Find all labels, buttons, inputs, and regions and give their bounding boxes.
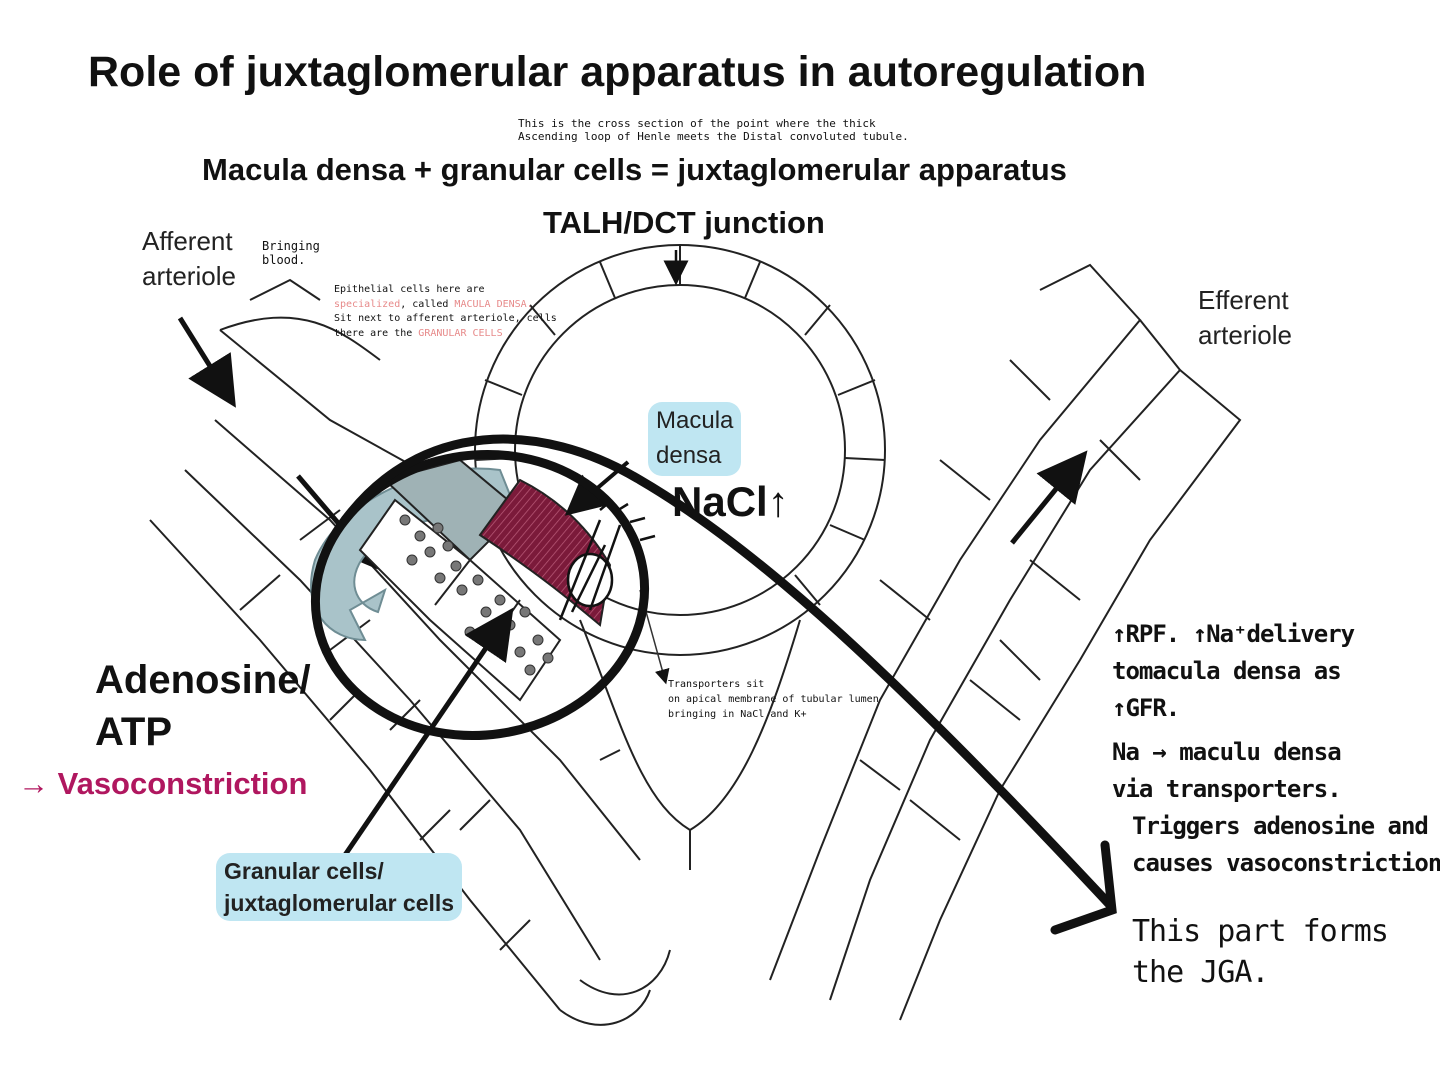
right-note-line: via transporters. [1112,774,1342,803]
afferent-label-line: Afferent [142,226,233,256]
transporter-symbol [558,499,656,621]
cross-section-note-line: Ascending loop of Henle meets the Distal… [518,129,909,143]
transporters-note-line: on apical membrane of tubular lumen [668,694,879,705]
transporters-note-line: Transporters sit [668,679,765,690]
right-note-line: Triggers adenosine and [1132,811,1429,840]
epithelial-note-line: specialized, called MACULA DENSA. [334,298,557,313]
granular-cells-text: GRANULAR CELLS [418,327,503,339]
jga-note: This part forms the JGA. [1132,912,1389,993]
jga-note-line: the JGA. [1132,954,1269,990]
jga-note-line: This part forms [1132,914,1389,949]
afferent-arteriole-wall [149,278,671,1026]
subtitle: Macula densa + granular cells = juxtaglo… [202,152,1067,187]
epithelial-note-line: there are the GRANULAR CELLS [334,327,557,342]
jga-callout-arrow [340,434,1117,935]
there-are-text: there are the [334,327,419,339]
page-title: Role of juxtaglomerular apparatus in aut… [88,48,1147,96]
epithelial-note-line: Epithelial cells here are [334,284,485,295]
atp-line: ATP [95,710,173,754]
macula-densa-label: Macula densa [648,402,742,476]
nacl-label: NaCl↑ [672,478,789,525]
bringing-blood-note: Bringing blood. [262,239,320,268]
granular-label-line: Granular cells/ [224,858,384,884]
right-explanation-notes: ↑RPF. ↑Na⁺delivery tomacula densa as ↑GF… [1112,616,1440,882]
granular-label-line: juxtaglomerular cells [224,890,455,917]
macula-densa-line: Macula [656,407,734,434]
cross-section-note: This is the cross section of the point w… [518,117,909,143]
jga-highlight-circle [310,449,650,741]
right-note-line: Na → maculu densa [1112,737,1342,766]
adenosine-line: Adenosine/ [95,658,311,702]
afferent-arteriole-label: Afferent arteriole [142,224,236,294]
transporters-note: Transporters sit on apical membrane of t… [668,677,879,722]
epithelial-note-line: Sit next to afferent arteriole, cells [334,313,557,324]
right-note-line: causes vasoconstriction [1132,849,1440,878]
called-text: , called [400,298,455,310]
transporters-note-line: bringing in NaCl and K+ [668,709,807,720]
efferent-arteriole-label: Efferent arteriole [1198,283,1292,353]
right-note-line: ↑GFR. [1112,694,1180,723]
specialized-text: specialized [334,298,401,310]
macula-densa-line: densa [656,441,722,469]
macula-densa-text: MACULA DENSA. [454,298,533,310]
afferent-label-line: arteriole [142,261,236,292]
bringing-blood-line: Bringing [262,239,320,253]
vasoconstriction-label: → Vasoconstriction [18,766,308,801]
bringing-blood-line: blood. [262,252,306,267]
right-note-line: ↑RPF. ↑Na⁺delivery [1112,620,1355,648]
epithelial-cells-note: Epithelial cells here are specialized, c… [334,283,557,341]
efferent-label-line: arteriole [1198,320,1292,351]
talh-dct-label: TALH/DCT junction [543,205,825,240]
right-note-line: tomacula densa as [1112,657,1342,686]
efferent-label-line: Efferent [1198,285,1289,315]
efferent-arteriole-wall [769,263,1242,1021]
granular-cells-label: Granular cells/ juxtaglomerular cells [216,853,463,922]
adenosine-atp-label: Adenosine/ ATP [95,654,311,758]
cross-section-note-line: This is the cross section of the point w… [518,117,876,130]
granular-cells-pointer [342,607,514,857]
